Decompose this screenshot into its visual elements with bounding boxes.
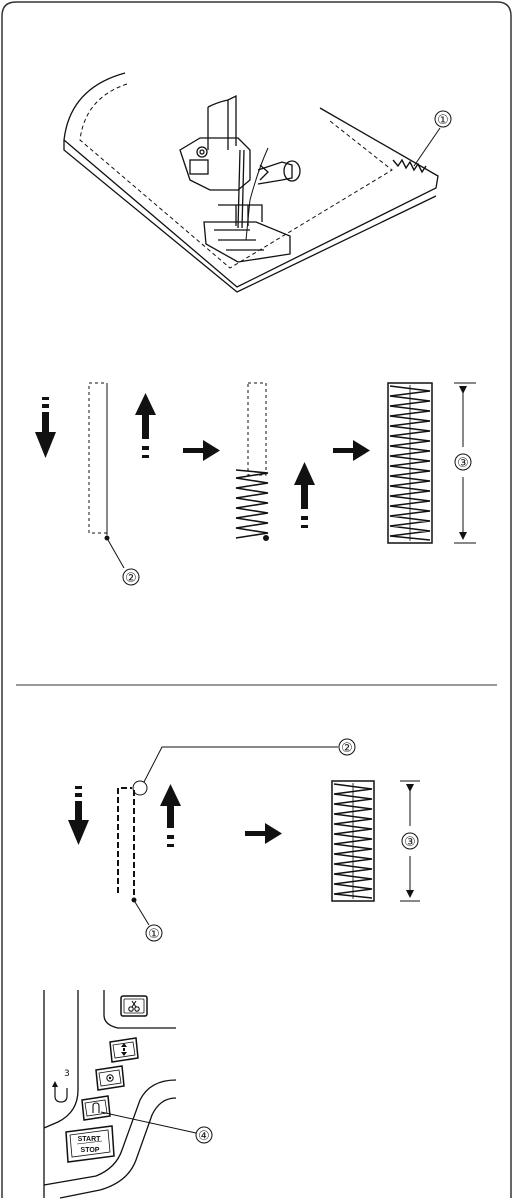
fabric	[64, 73, 438, 287]
buttonhole-sequence-2	[68, 781, 420, 903]
reverse-mark: 3	[52, 1069, 70, 1102]
callout-3-mid: ③	[455, 454, 471, 471]
down-arrow-icon	[68, 786, 89, 845]
control-panel-illustration	[44, 990, 176, 1198]
presser-foot-illustration	[64, 73, 438, 292]
up-arrow-icon	[160, 784, 181, 847]
start-stop-label: STOP	[81, 1147, 100, 1154]
needle-up-down-button[interactable]	[110, 1038, 138, 1062]
callout-2-mid: ②	[108, 540, 139, 586]
thread-cutter-button[interactable]	[121, 996, 147, 1016]
up-arrow-icon	[294, 462, 315, 528]
start-stop-button[interactable]: START STOP	[66, 1126, 114, 1162]
callout-label: ③	[404, 835, 416, 850]
up-arrow-icon	[135, 393, 156, 458]
callout-label: ①	[148, 927, 160, 942]
callout-1-low: ①	[135, 902, 162, 942]
next-arrow-icon	[183, 440, 220, 461]
dashed-guide-2	[248, 383, 266, 475]
down-arrow-icon	[35, 397, 56, 458]
next-arrow-icon	[333, 440, 370, 461]
callout-3-low: ③	[402, 833, 418, 850]
dashed-path	[118, 788, 132, 893]
start-stop-label: START	[78, 1136, 102, 1143]
callout-1-top: ①	[414, 111, 451, 166]
dashed-guide-1	[89, 383, 107, 533]
callout-label: ③	[457, 456, 469, 471]
callout-2-low: ②	[144, 739, 355, 782]
auto-lock-button[interactable]	[96, 1066, 124, 1090]
callout-label: ④	[198, 1129, 210, 1144]
callout-4-panel: ④	[101, 1112, 212, 1144]
reverse-button[interactable]	[82, 1096, 110, 1120]
zigzag-partial	[236, 470, 268, 538]
callout-label: ②	[341, 741, 353, 756]
callout-label: ②	[125, 571, 137, 586]
reverse-mark-number: 3	[64, 1069, 70, 1079]
next-arrow-icon	[245, 823, 282, 844]
callout-label: ①	[437, 113, 449, 128]
buttonhole-sequence	[35, 383, 476, 543]
